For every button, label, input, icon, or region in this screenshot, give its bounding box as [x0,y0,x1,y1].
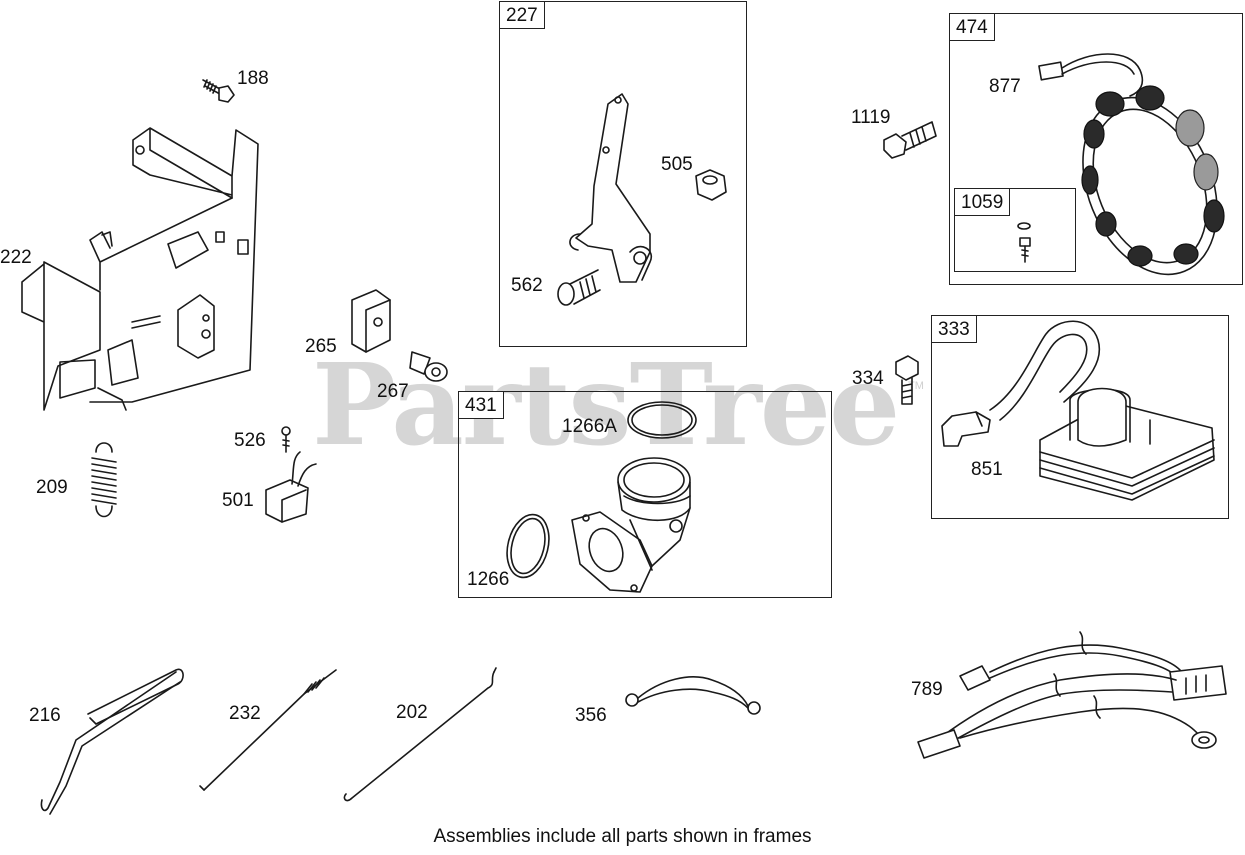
part-1266-oring [506,513,550,579]
assemblies-note: Assemblies include all parts shown in fr… [433,826,812,847]
frame-474-tag: 474 [949,13,995,41]
callout-202: 202 [396,702,428,723]
part-562-bolt [557,269,601,306]
callout-526: 526 [234,430,266,451]
frame-1059-tag: 1059 [954,188,1011,216]
part-216-link-rod [40,668,184,815]
part-431-intake-elbow [571,457,691,593]
part-1119-bolt [883,121,937,159]
callout-265: 265 [305,336,337,357]
callout-209: 209 [36,477,68,498]
part-526-screw [281,426,291,453]
part-877-stator [1038,53,1225,276]
frame-333: 333 [931,315,1229,519]
part-851-plug-boot [941,411,991,447]
part-227-lever [569,93,653,283]
frame-227: 227 [499,1,747,347]
part-188-screw [202,79,235,103]
callout-356: 356 [575,705,607,726]
callout-334: 334 [852,368,884,389]
frame-431: 431 [458,391,832,598]
frame-227-tag: 227 [499,1,545,29]
frame-333-tag: 333 [931,315,977,343]
callout-1119: 1119 [851,107,891,128]
callout-1266A: 1266A [562,416,617,437]
part-505-nut [695,169,727,201]
part-356-ground-wire [625,676,761,715]
part-222-control-bracket [21,127,259,411]
callout-222: 222 [0,247,32,268]
part-267-screw [409,351,448,382]
part-789-wire-harness [917,631,1227,759]
frame-474: 474 [949,13,1243,285]
frame-1059: 1059 [954,188,1076,272]
frame-431-tag: 431 [458,391,504,419]
part-265-clip [351,289,391,353]
callout-562: 562 [511,275,543,296]
callout-851: 851 [971,459,1003,480]
callout-267: 267 [377,381,409,402]
callout-877: 877 [989,76,1021,97]
callout-789: 789 [911,679,943,700]
part-333-armature [989,320,1215,501]
part-501-sensor [265,451,317,523]
callout-505: 505 [661,154,693,175]
part-1059-fastener [1017,222,1031,263]
callout-501: 501 [222,490,254,511]
part-232-spring-link [199,669,337,791]
part-209-spring [91,442,117,518]
callout-216: 216 [29,705,61,726]
callout-1266: 1266 [467,569,510,590]
part-202-link [343,667,497,802]
callout-232: 232 [229,703,261,724]
callout-188: 188 [237,68,269,89]
part-1266A-oring [627,401,697,439]
part-334-bolt [895,355,919,405]
